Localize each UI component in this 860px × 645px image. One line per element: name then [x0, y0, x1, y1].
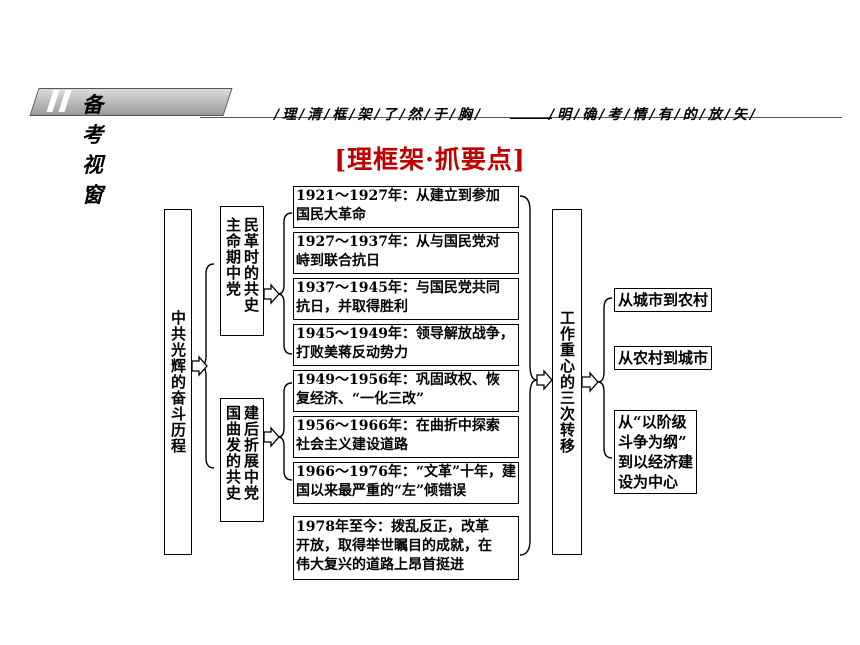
- period-item-latest: 1978年至今：拨乱反正，改革 开放，取得举世瞩目的成就，在 伟大复兴的道路上昂…: [293, 516, 519, 580]
- period-item-line: 1978年至今：拨乱反正，改革: [296, 519, 489, 535]
- slogan-right: /明/确/考/情/有/的/放/矢/: [549, 107, 759, 123]
- period-item-line: 复经济、“一化三改”: [296, 391, 425, 407]
- group-2-label-col-1: 建后折展中党: [242, 405, 260, 501]
- period-item-line: 国民大革命: [296, 207, 366, 223]
- arrow-group-1: [263, 283, 280, 305]
- period-item-line: 国以来最严重的“左”倾错误: [296, 483, 467, 499]
- group-1-label-col-2: 主命期中党: [224, 217, 242, 297]
- period-item-line: 抗日，并取得胜利: [296, 299, 408, 315]
- period-item: 1949～1956年：巩固政权、恢 复经济、“一化三改”: [293, 370, 519, 412]
- shift-item-line: 从城市到农村: [618, 291, 709, 309]
- period-item: 1937～1945年：与国民党共同 抗日，并取得胜利: [293, 278, 519, 320]
- shift-item-line: 到以经济建: [618, 453, 694, 471]
- shift-node: 工作重心的三次转移: [552, 209, 582, 555]
- period-item: 1945～1949年：领导解放战争， 打败美蒋反动势力: [293, 324, 519, 366]
- brace-shifts: [597, 297, 613, 459]
- period-item: 1966～1976年：“文革”十年，建 国以来最严重的“左”倾错误: [293, 462, 519, 504]
- banner-rule: [200, 117, 842, 118]
- brace-items: [519, 195, 538, 556]
- period-item-line: 1937～1945年：与国民党共同: [296, 280, 500, 296]
- group-2-label-col-2: 国曲发的共史: [224, 405, 242, 501]
- period-item-line: 开放，取得举世瞩目的成就，在: [296, 538, 492, 554]
- period-item: 1927～1937年：从与国民党对 峙到联合抗日: [293, 232, 519, 274]
- period-item-line: 伟大复兴的道路上昂首挺进: [296, 557, 464, 573]
- group-node-2: 建后折展中党国曲发的共史: [220, 398, 264, 522]
- period-item-line: 打败美蒋反动势力: [296, 345, 408, 361]
- period-item-line: 1956～1966年：在曲折中探索: [296, 418, 500, 434]
- period-item-line: 1966～1976年：“文革”十年，建: [296, 464, 517, 480]
- period-item-line: 峙到联合抗日: [296, 253, 380, 269]
- slogan-separator: [510, 118, 552, 119]
- group-node-1: 民革时的共史主命期中党: [220, 206, 264, 336]
- period-item-line: 社会主义建设道路: [296, 437, 408, 453]
- banner-title: 备考视窗: [82, 93, 109, 207]
- shift-item-line: 斗争为纲”: [618, 433, 687, 451]
- arrow-root: [191, 355, 208, 377]
- shift-item: 从“以阶级 斗争为纲” 到以经济建 设为中心: [614, 410, 698, 494]
- arrow-items: [536, 369, 553, 391]
- period-item: 1921～1927年：从建立到参加 国民大革命: [293, 186, 519, 228]
- period-item-line: 1949～1956年：巩固政权、恢: [296, 372, 500, 388]
- arrow-shift-label: [581, 371, 599, 393]
- shift-item-line: 设为中心: [618, 473, 679, 491]
- slogan-left: /理/清/框/架/了/然/于/胸/: [274, 107, 484, 123]
- arrow-group-2: [263, 426, 280, 448]
- brace-group-1: [277, 212, 293, 355]
- period-item-line: 1921～1927年：从建立到参加: [296, 188, 500, 204]
- group-1-label-col-1: 民革时的共史: [242, 217, 260, 313]
- shift-item: 从城市到农村: [614, 288, 713, 312]
- shift-label: 工作重心的三次转移: [558, 310, 576, 454]
- root-node: 中共光辉的奋斗历程: [164, 209, 192, 555]
- shift-item-line: 从农村到城市: [618, 349, 709, 367]
- section-heading: [理框架·抓要点]: [334, 145, 526, 174]
- brace-group-2: [277, 382, 293, 481]
- period-item-line: 1927～1937年：从与国民党对: [296, 234, 500, 250]
- root-label: 中共光辉的奋斗历程: [169, 310, 187, 454]
- period-item-line: 1945～1949年：领导解放战争，: [296, 326, 514, 342]
- shift-item: 从农村到城市: [614, 346, 713, 370]
- shift-item-line: 从“以阶级: [618, 413, 687, 431]
- period-item: 1956～1966年：在曲折中探索 社会主义建设道路: [293, 416, 519, 458]
